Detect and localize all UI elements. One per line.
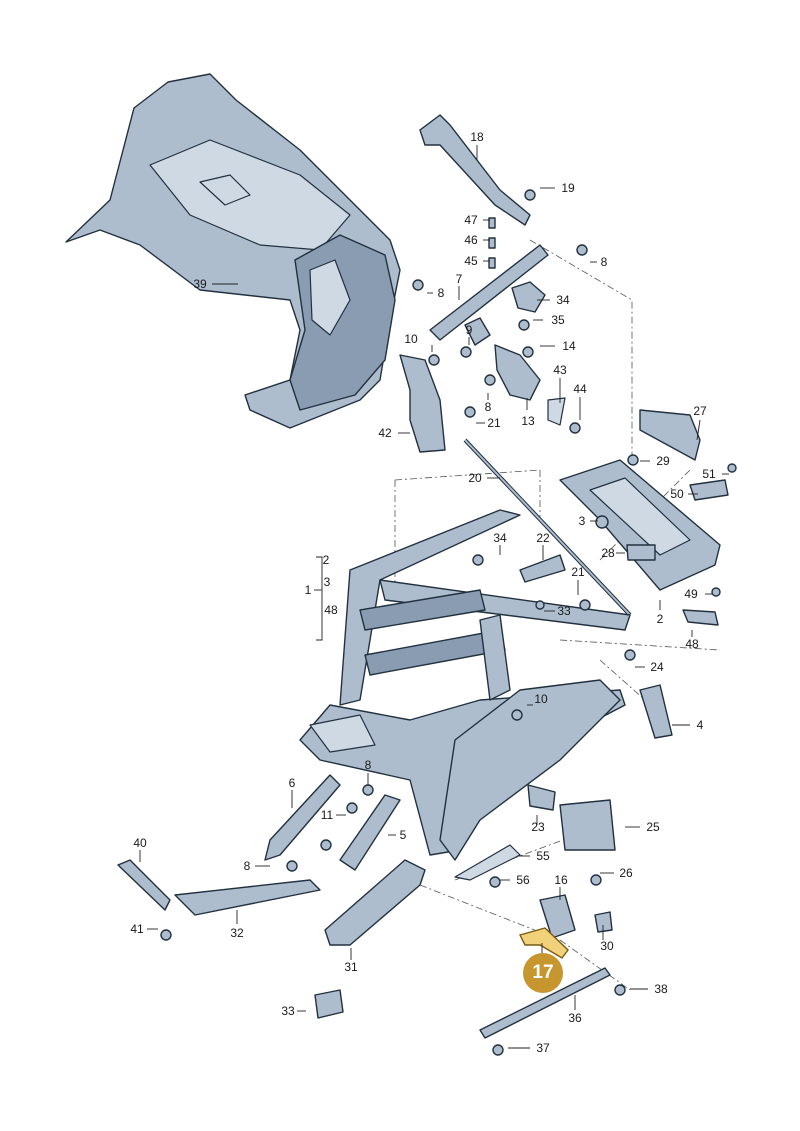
callout-2-group: 2 <box>322 553 330 567</box>
callout-6: 6 <box>288 776 296 790</box>
bolts <box>160 189 737 1056</box>
callout-30: 30 <box>600 939 614 953</box>
callout-36: 36 <box>568 1011 582 1025</box>
callout-35: 35 <box>551 313 565 327</box>
bracket-27 <box>639 409 701 461</box>
callout-48-group: 48 <box>324 603 338 617</box>
lower-left-parts <box>117 774 426 1019</box>
callout-8-lower: 8 <box>364 758 372 772</box>
callout-43: 43 <box>553 363 567 377</box>
part-34-top <box>511 281 546 313</box>
callout-31: 31 <box>344 960 358 974</box>
callout-8-upper: 8 <box>437 286 445 300</box>
callout-46: 46 <box>464 233 478 247</box>
rail-31 <box>324 859 426 946</box>
mid-brackets <box>454 479 729 939</box>
callout-24: 24 <box>650 660 664 674</box>
callout-23: 23 <box>531 820 545 834</box>
bracket-4 <box>639 684 673 739</box>
callout-34-mid: 34 <box>493 531 507 545</box>
clip-30 <box>594 911 613 933</box>
highlight-badge[interactable]: 17 <box>523 953 563 993</box>
callout-48-right: 48 <box>685 637 699 651</box>
callout-18: 18 <box>470 130 484 144</box>
panel-32 <box>174 879 321 916</box>
callout-10-mid: 10 <box>534 692 548 706</box>
callout-44: 44 <box>573 382 587 396</box>
callout-3-group: 3 <box>323 575 331 589</box>
bracket-13 <box>494 344 541 401</box>
block-33 <box>314 989 344 1019</box>
callout-27: 27 <box>693 404 707 418</box>
bracket-23 <box>527 784 556 811</box>
leader-lines <box>139 145 729 1049</box>
bracket-9 <box>464 317 491 346</box>
callout-38: 38 <box>654 982 668 996</box>
callout-3-right: 3 <box>578 514 586 528</box>
strut-18 <box>419 114 531 226</box>
clip-43 <box>547 397 566 426</box>
strip-40 <box>117 859 171 911</box>
bracket-5 <box>339 794 401 871</box>
bracket-6 <box>264 774 341 861</box>
bar-36 <box>479 967 611 1039</box>
callout-5: 5 <box>399 828 407 842</box>
upper-brackets <box>399 114 701 461</box>
callout-22: 22 <box>536 531 550 545</box>
callout-45: 45 <box>464 254 478 268</box>
callout-39: 39 <box>193 277 207 291</box>
clip-50 <box>689 479 729 501</box>
callout-28: 28 <box>601 546 615 560</box>
callout-34-top: 34 <box>556 293 570 307</box>
callout-8-top-right: 8 <box>600 255 608 269</box>
callout-51: 51 <box>702 467 716 481</box>
callout-47: 47 <box>464 213 478 227</box>
clip-28 <box>626 544 656 561</box>
bracket-25 <box>559 799 616 851</box>
callout-33-mid: 33 <box>557 604 571 618</box>
callout-56: 56 <box>516 873 530 887</box>
callout-37: 37 <box>536 1041 550 1055</box>
callout-2-right: 2 <box>656 612 664 626</box>
callout-20: 20 <box>468 471 482 485</box>
callout-33-bottom: 33 <box>281 1004 295 1018</box>
callout-55: 55 <box>536 849 550 863</box>
callout-16: 16 <box>554 873 568 887</box>
callout-8-mid: 8 <box>484 400 492 414</box>
callout-29: 29 <box>656 454 670 468</box>
front-frame <box>299 509 631 861</box>
callout-10-top: 10 <box>404 332 418 346</box>
bracket-16 <box>539 894 576 939</box>
callout-19: 19 <box>561 181 575 195</box>
rear-body-section <box>65 73 401 429</box>
callout-41: 41 <box>130 922 144 936</box>
callout-11: 11 <box>320 808 334 822</box>
callout-21-top: 21 <box>487 416 501 430</box>
callout-40: 40 <box>133 836 147 850</box>
plate-55 <box>454 844 521 881</box>
crossbar-7 <box>429 244 549 341</box>
callout-7: 7 <box>455 272 463 286</box>
callout-50: 50 <box>670 487 684 501</box>
bracket-42 <box>399 354 446 453</box>
callout-32: 32 <box>230 926 244 940</box>
callout-1: 1 <box>304 583 312 597</box>
callout-26: 26 <box>619 866 633 880</box>
callout-25: 25 <box>646 820 660 834</box>
bracket-48 <box>682 609 719 626</box>
callout-49: 49 <box>684 587 698 601</box>
callout-13: 13 <box>521 414 535 428</box>
callout-21-mid: 21 <box>571 565 585 579</box>
callout-8-left: 8 <box>243 859 251 873</box>
callout-4: 4 <box>696 718 704 732</box>
callout-42: 42 <box>378 426 392 440</box>
assembly-lines <box>394 239 721 991</box>
highlighted-part-17 <box>518 927 569 959</box>
callout-14: 14 <box>562 339 576 353</box>
callout-9: 9 <box>465 323 473 337</box>
bracket-22 <box>519 554 566 583</box>
